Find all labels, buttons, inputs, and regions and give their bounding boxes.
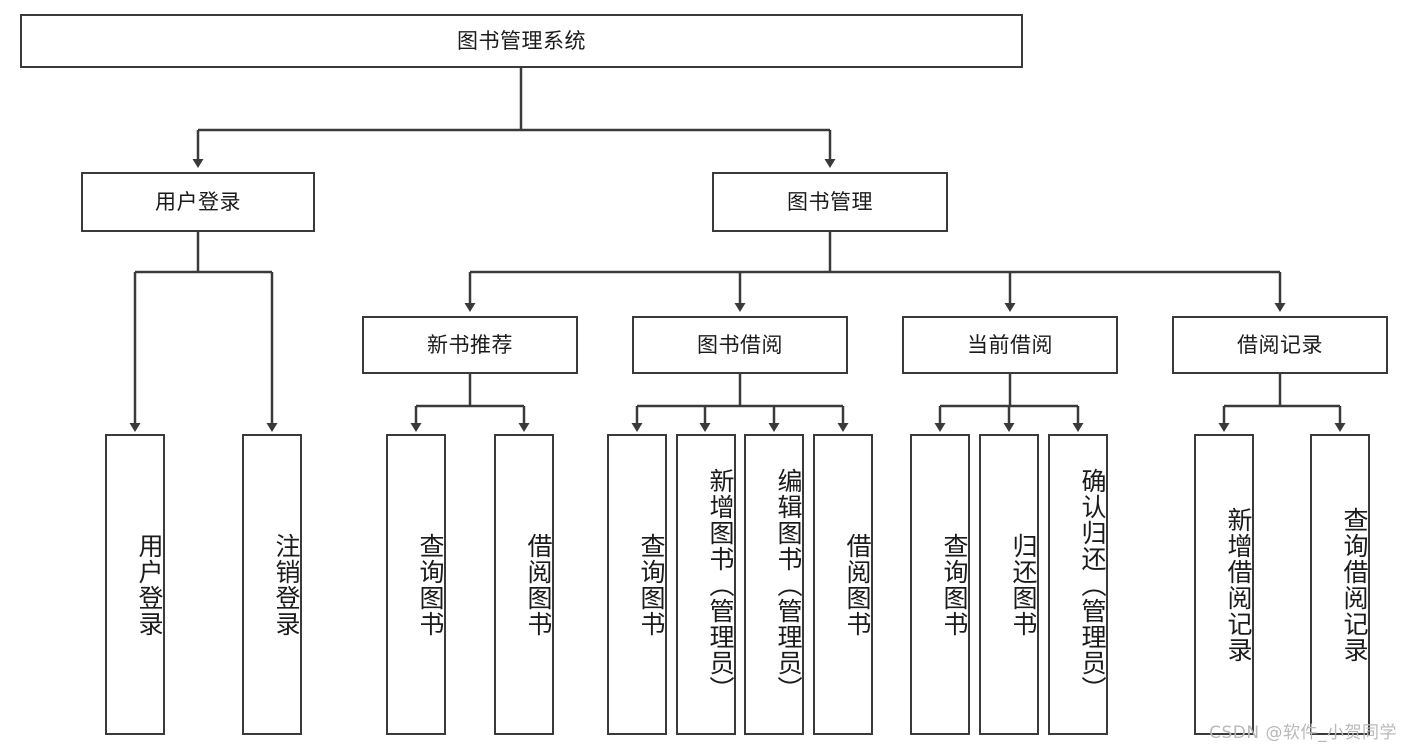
node-current-borrow[interactable]: 当前借阅 — [902, 316, 1118, 374]
node-label: 注销登录 — [272, 532, 301, 637]
node-label: 用户登录 — [135, 532, 164, 637]
node-label: 当前借阅 — [967, 332, 1053, 357]
node-book-borrow[interactable]: 图书借阅 — [632, 316, 848, 374]
node-label: 借阅记录 — [1237, 332, 1323, 357]
node-label: 借阅图书 — [524, 532, 553, 637]
node-borrow-record[interactable]: 借阅记录 — [1172, 316, 1388, 374]
node-label: 查询图书 — [416, 532, 445, 637]
node-label: 归还图书 — [1009, 532, 1038, 637]
leaf-new-book-borrow-book[interactable]: 借阅图书 — [494, 434, 554, 735]
node-label: 图书管理 — [787, 189, 873, 214]
leaf-book-borrow-edit-book-admin[interactable]: 编辑图书（管理员） — [744, 434, 804, 735]
node-label: 图书借阅 — [697, 332, 783, 357]
node-user-login[interactable]: 用户登录 — [81, 172, 315, 232]
leaf-new-book-query-book[interactable]: 查询图书 — [386, 434, 446, 735]
node-book-management[interactable]: 图书管理 — [712, 172, 948, 232]
leaf-current-borrow-query-book[interactable]: 查询图书 — [910, 434, 970, 735]
node-label: 查询图书 — [940, 532, 969, 637]
node-label: 确认归还（管理员） — [1078, 467, 1107, 702]
leaf-book-borrow-add-book-admin[interactable]: 新增图书（管理员） — [676, 434, 736, 735]
watermark-csdn: CSDN @软件_小贺同学 — [1209, 723, 1397, 743]
node-label: 图书管理系统 — [457, 28, 586, 53]
node-label: 新增借阅记录 — [1224, 506, 1253, 663]
leaf-user-login-logout[interactable]: 注销登录 — [242, 434, 302, 735]
node-label: 新书推荐 — [427, 332, 513, 357]
node-label: 借阅图书 — [843, 532, 872, 637]
node-label: 新增图书（管理员） — [706, 467, 735, 702]
leaf-borrow-record-query-record[interactable]: 查询借阅记录 — [1310, 434, 1370, 735]
node-label: 用户登录 — [155, 189, 241, 214]
node-label: 查询图书 — [637, 532, 666, 637]
node-new-book-recommend[interactable]: 新书推荐 — [362, 316, 578, 374]
leaf-user-login-login[interactable]: 用户登录 — [105, 434, 165, 735]
leaf-current-borrow-return-book[interactable]: 归还图书 — [979, 434, 1039, 735]
leaf-book-borrow-query-book[interactable]: 查询图书 — [607, 434, 667, 735]
leaf-borrow-record-add-record[interactable]: 新增借阅记录 — [1194, 434, 1254, 735]
node-label: 编辑图书（管理员） — [774, 467, 803, 702]
node-label: 查询借阅记录 — [1340, 506, 1369, 663]
leaf-book-borrow-borrow-book[interactable]: 借阅图书 — [813, 434, 873, 735]
node-root-book-management-system[interactable]: 图书管理系统 — [20, 14, 1023, 68]
leaf-current-borrow-confirm-return-admin[interactable]: 确认归还（管理员） — [1048, 434, 1108, 735]
